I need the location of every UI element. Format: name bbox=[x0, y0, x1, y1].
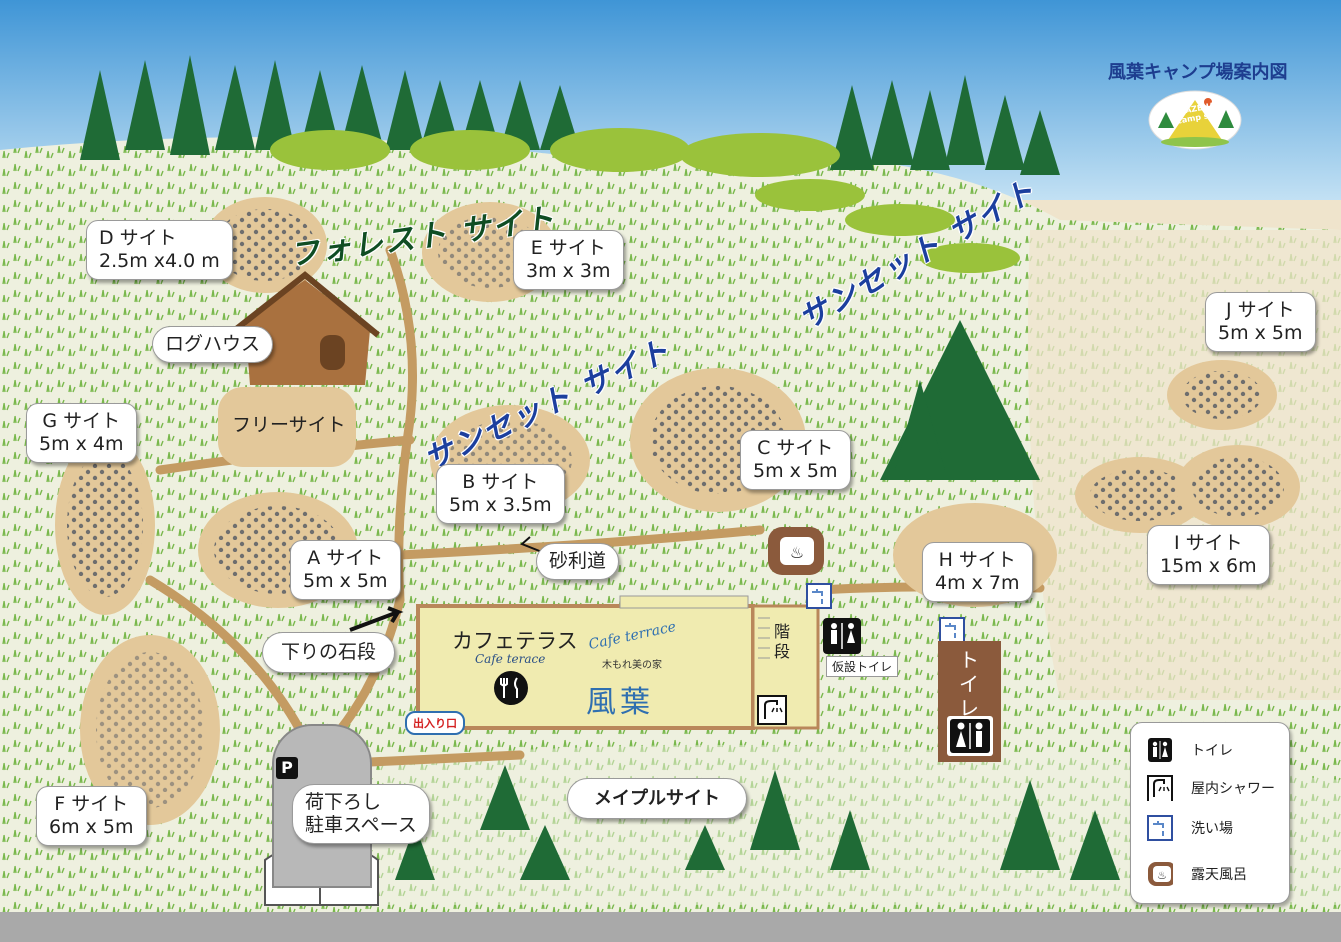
shower-icon bbox=[757, 695, 787, 725]
legend: トイレ 屋内シャワー 洗い場 ♨ 露天風呂 bbox=[1130, 722, 1290, 904]
cafe-building bbox=[416, 604, 755, 730]
restaurant-icon bbox=[494, 671, 528, 705]
cafe-brand-sub: 木もれ美の家 bbox=[602, 660, 662, 671]
legend-label: トイレ bbox=[1191, 743, 1233, 759]
parking-icon: P bbox=[276, 757, 298, 779]
temp-toilet-label: 仮設トイレ bbox=[826, 656, 899, 677]
wash-area-icon bbox=[806, 583, 832, 609]
legend-label: 露天風呂 bbox=[1191, 867, 1247, 883]
legend-row-bath: ♨ 露天風呂 bbox=[1131, 861, 1289, 887]
cafe-label-en: Cafe terace bbox=[475, 652, 546, 666]
legend-row-shower: 屋内シャワー bbox=[1131, 775, 1289, 801]
log-house-building bbox=[233, 271, 380, 385]
area-maple: メイプルサイト bbox=[567, 778, 747, 819]
stairs-label: 階段 bbox=[773, 622, 790, 661]
cafe-brand-name: 風葉 bbox=[586, 685, 654, 720]
wash-area-icon bbox=[1147, 815, 1173, 841]
toilet-building-label: トイレ bbox=[959, 648, 979, 720]
cafe-label-jp: カフェテラス bbox=[452, 629, 578, 653]
map-title: 風葉キャンプ場案内図 bbox=[1108, 62, 1288, 83]
indoor-shower-icon bbox=[1147, 775, 1173, 801]
maple-trees bbox=[395, 765, 1120, 880]
unloading-label: 荷下ろし駐車スペース bbox=[292, 784, 430, 844]
gravel-road-label: 砂利道 bbox=[536, 543, 620, 580]
stone-steps-label: 下りの石段 bbox=[262, 632, 396, 673]
toilet-icon bbox=[1148, 738, 1172, 762]
free-site-label: フリーサイト bbox=[232, 414, 346, 436]
legend-row-toilet: トイレ bbox=[1131, 737, 1289, 763]
legend-label: 洗い場 bbox=[1191, 821, 1233, 837]
wash-area-icon bbox=[939, 617, 965, 643]
tree-line bbox=[80, 55, 1060, 480]
entrance-label: 出入り口 bbox=[405, 711, 465, 735]
svg-text:♨: ♨ bbox=[1157, 869, 1167, 882]
temp-toilet-icon bbox=[823, 618, 861, 654]
road bbox=[0, 912, 1341, 942]
legend-row-wash: 洗い場 bbox=[1131, 815, 1289, 841]
svg-text:♨: ♨ bbox=[790, 543, 804, 562]
kazeha-logo bbox=[1148, 90, 1242, 150]
toilet-icon bbox=[947, 716, 993, 756]
legend-label: 屋内シャワー bbox=[1191, 781, 1275, 797]
log-house-label: ログハウス bbox=[152, 326, 274, 363]
open-air-bath-icon: ♨ bbox=[1148, 862, 1173, 886]
